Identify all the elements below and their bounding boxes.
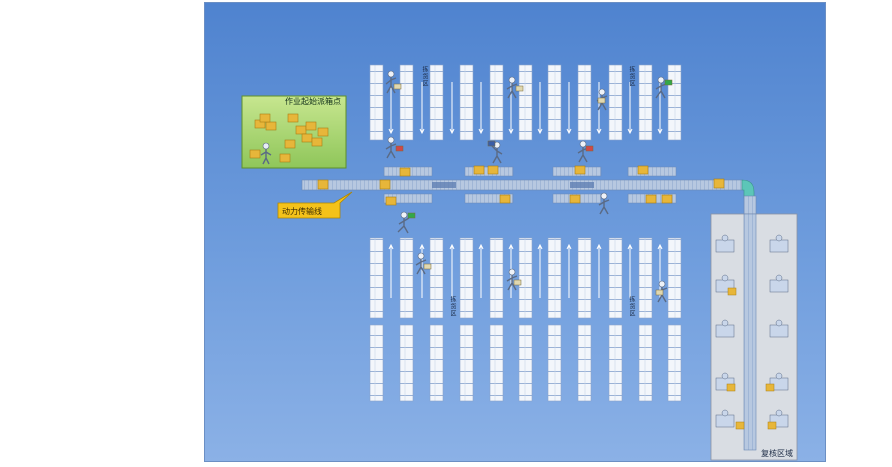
aisle-label: 拣货区 — [628, 296, 635, 317]
start-area-label: 作业起始派箱点 — [285, 97, 341, 106]
box-icon — [726, 287, 777, 430]
worker-icon — [385, 70, 668, 303]
arrow-icon — [388, 243, 663, 298]
desk-worker-icon — [715, 234, 789, 428]
box-icon — [393, 79, 673, 296]
arrow-icon — [388, 82, 663, 135]
start-area — [241, 95, 347, 169]
box-icon — [317, 165, 755, 360]
conveyor-label: 动力传输线 — [282, 207, 322, 216]
aisle-label: 拣货区 — [421, 66, 428, 87]
upper-shelves — [369, 64, 682, 141]
review-area-label: 复核区域 — [761, 449, 793, 458]
lower-shelves — [369, 237, 682, 402]
conveyor-callout — [277, 191, 353, 219]
aisle-label: 拣货区 — [628, 66, 635, 87]
aisle-label: 拣货区 — [449, 296, 456, 317]
worker-icon — [260, 142, 272, 165]
box-icon — [249, 113, 329, 163]
review-area — [710, 213, 798, 461]
